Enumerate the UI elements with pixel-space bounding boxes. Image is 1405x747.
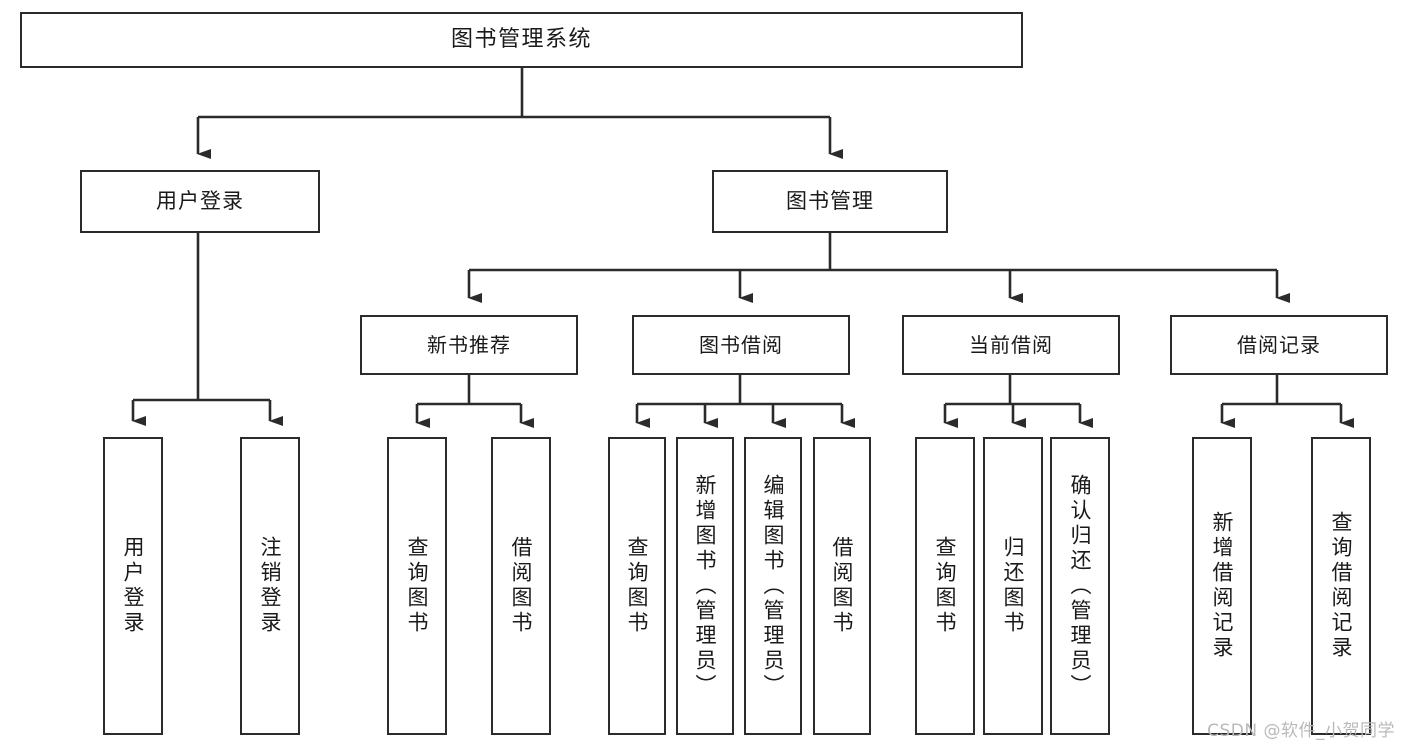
node-leaf-confirm-return[interactable]: 确认归还（管理员） bbox=[1050, 437, 1110, 735]
node-root[interactable]: 图书管理系统 bbox=[20, 12, 1023, 68]
node-leaf-query-book-2-label: 查询图书 bbox=[625, 536, 650, 636]
node-leaf-query-book-3-label: 查询图书 bbox=[933, 536, 958, 636]
node-leaf-borrow-book-2-label: 借阅图书 bbox=[830, 536, 855, 636]
node-leaf-confirm-return-label: 确认归还（管理员） bbox=[1068, 473, 1093, 699]
node-current-borrow-label: 当前借阅 bbox=[969, 332, 1053, 357]
node-user-login-label: 用户登录 bbox=[156, 188, 244, 213]
node-leaf-add-record[interactable]: 新增借阅记录 bbox=[1192, 437, 1252, 735]
node-leaf-query-record-label: 查询借阅记录 bbox=[1329, 511, 1354, 661]
node-leaf-query-book-2[interactable]: 查询图书 bbox=[608, 437, 666, 735]
node-leaf-add-record-label: 新增借阅记录 bbox=[1210, 511, 1235, 661]
node-book-manage[interactable]: 图书管理 bbox=[712, 170, 948, 233]
node-leaf-query-book-3[interactable]: 查询图书 bbox=[915, 437, 975, 735]
node-leaf-borrow-book-1-label: 借阅图书 bbox=[509, 536, 534, 636]
node-leaf-query-record[interactable]: 查询借阅记录 bbox=[1311, 437, 1371, 735]
node-leaf-return-book[interactable]: 归还图书 bbox=[983, 437, 1043, 735]
node-leaf-user-login[interactable]: 用户登录 bbox=[103, 437, 163, 735]
csdn-watermark: CSDN @软件_小贺同学 bbox=[1207, 721, 1395, 741]
node-leaf-query-book-1[interactable]: 查询图书 bbox=[387, 437, 447, 735]
node-borrow-record-label: 借阅记录 bbox=[1237, 332, 1321, 357]
node-borrow-record[interactable]: 借阅记录 bbox=[1170, 315, 1388, 375]
node-leaf-user-login-label: 用户登录 bbox=[121, 536, 146, 636]
node-leaf-add-book-label: 新增图书（管理员） bbox=[693, 473, 718, 699]
node-leaf-logout[interactable]: 注销登录 bbox=[240, 437, 300, 735]
node-user-login[interactable]: 用户登录 bbox=[80, 170, 320, 233]
node-current-borrow[interactable]: 当前借阅 bbox=[902, 315, 1120, 375]
node-root-label: 图书管理系统 bbox=[450, 27, 592, 53]
node-leaf-add-book[interactable]: 新增图书（管理员） bbox=[676, 437, 734, 735]
node-leaf-borrow-book-1[interactable]: 借阅图书 bbox=[491, 437, 551, 735]
node-new-book-rec[interactable]: 新书推荐 bbox=[360, 315, 578, 375]
node-leaf-logout-label: 注销登录 bbox=[258, 536, 283, 636]
node-leaf-edit-book-label: 编辑图书（管理员） bbox=[761, 473, 786, 699]
node-book-manage-label: 图书管理 bbox=[786, 188, 874, 213]
node-leaf-return-book-label: 归还图书 bbox=[1001, 536, 1026, 636]
node-new-book-rec-label: 新书推荐 bbox=[427, 332, 511, 357]
node-book-borrow-label: 图书借阅 bbox=[699, 332, 783, 357]
node-leaf-query-book-1-label: 查询图书 bbox=[405, 536, 430, 636]
node-book-borrow[interactable]: 图书借阅 bbox=[632, 315, 850, 375]
node-leaf-edit-book[interactable]: 编辑图书（管理员） bbox=[744, 437, 802, 735]
node-leaf-borrow-book-2[interactable]: 借阅图书 bbox=[813, 437, 871, 735]
